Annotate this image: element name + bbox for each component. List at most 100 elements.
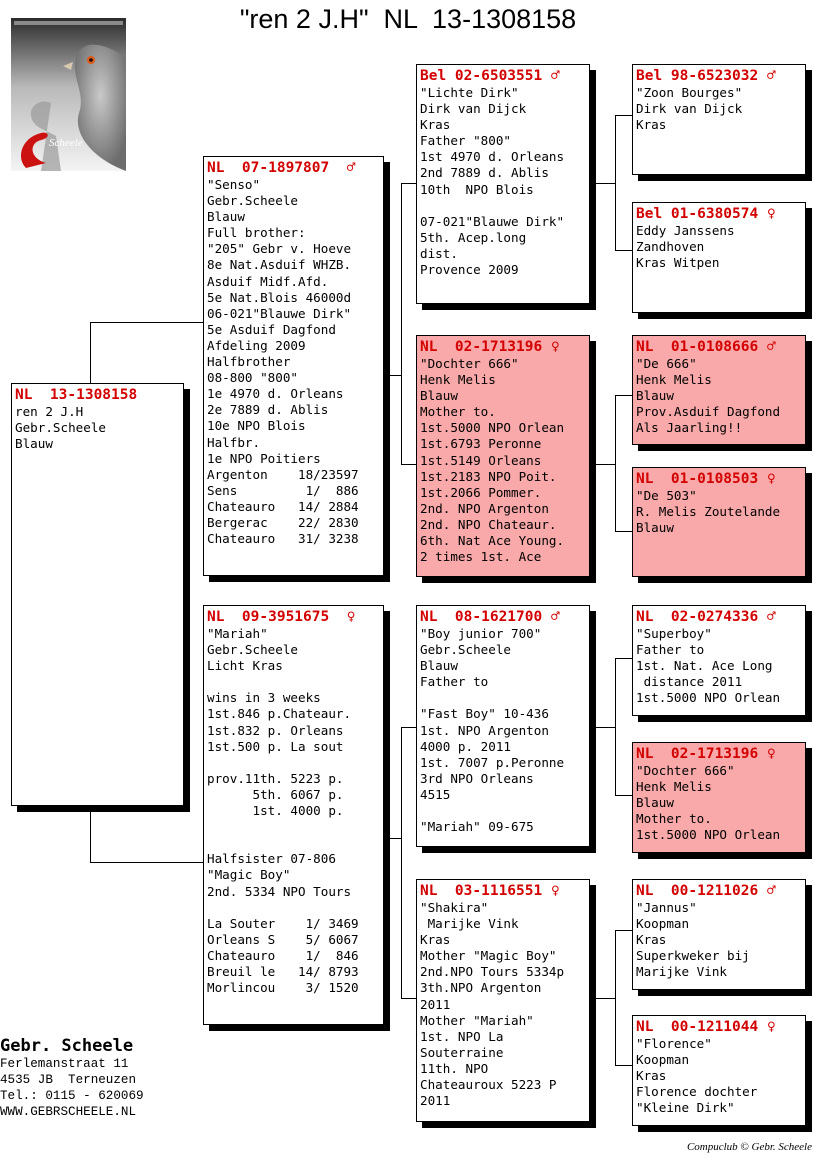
detail-line: 10th NPO Blois	[420, 181, 534, 197]
male-symbol-icon: ♂	[346, 160, 356, 176]
detail-line: Mother to.	[636, 811, 712, 827]
connector	[615, 795, 632, 796]
connector	[615, 115, 616, 251]
ring-number: Bel 98-6523032 ♂	[636, 68, 776, 84]
detail-line: "De 503"	[636, 488, 697, 503]
detail-line: Mother "Magic Boy"	[420, 948, 557, 964]
connector	[90, 806, 91, 863]
detail-line: 5th. Acep.long	[420, 229, 527, 245]
detail-line: 1e NPO Poitiers	[207, 450, 321, 466]
detail-line: 2011	[420, 996, 451, 1012]
female-symbol-icon: ♀	[550, 339, 560, 355]
detail-line: 4000 p. 2011	[420, 738, 511, 754]
detail-line: 2nd. NPO Chateaur.	[420, 516, 557, 532]
detail-line: 1st. NPO La	[420, 1028, 504, 1044]
connector	[596, 183, 616, 184]
connector	[615, 531, 632, 532]
detail-line: Blauw	[15, 436, 53, 452]
detail-line: Chateauroux 5223 P	[420, 1077, 557, 1093]
detail-line: 11th. NPO	[420, 1060, 489, 1076]
detail-line: Blauw	[420, 658, 458, 674]
connector	[615, 930, 632, 931]
detail-line: 1st 4970 d. Orleans	[420, 149, 565, 165]
detail-line: 2 times 1st. Ace	[420, 549, 542, 565]
connector	[596, 727, 616, 728]
detail-line: 1st.5000 NPO Orlean	[636, 690, 781, 706]
detail-line: distance 2011	[636, 674, 743, 690]
connector	[401, 464, 417, 465]
connector	[384, 838, 402, 839]
detail-line: "Lichte Dirk"	[420, 85, 519, 100]
detail-line: Gebr.Scheele	[207, 642, 298, 658]
detail-line: Blauw	[636, 520, 674, 536]
detail-line: Halfbrother	[207, 354, 291, 370]
detail-line: La Souter 1/ 3469	[207, 915, 359, 931]
detail-line: Orleans S 5/ 6067	[207, 931, 359, 947]
detail-line	[420, 198, 589, 214]
detail-line	[207, 674, 383, 690]
detail-line: Gebr.Scheele	[420, 642, 511, 658]
detail-line: Gebr.Scheele	[15, 420, 106, 436]
ring-number: Bel 02-6503551 ♂	[420, 68, 560, 84]
detail-line	[420, 803, 589, 819]
connector	[615, 658, 616, 796]
detail-line: "Fast Boy" 10-436	[420, 706, 549, 722]
detail-line	[207, 755, 383, 771]
detail-line: 8e Nat.Asduif WHZB.	[207, 257, 352, 273]
connector	[90, 322, 203, 323]
detail-line: "De 666"	[636, 356, 697, 371]
connector	[384, 375, 402, 376]
detail-line: "Senso"	[207, 177, 261, 192]
detail-line: 1st.500 p. La sout	[207, 738, 344, 754]
detail-line	[207, 900, 383, 916]
detail-line: 2011	[420, 1093, 451, 1109]
great-grandparent-card: Bel 98-6523032 ♂ "Zoon Bourges"Dirk van …	[632, 64, 806, 175]
credit-text: Compuclub © Gebr. Scheele	[686, 1141, 812, 1153]
detail-line: "Florence"	[636, 1036, 712, 1051]
great-grandparent-card: NL 01-0108503 ♀ "De 503"R. Melis Zoutela…	[632, 467, 806, 577]
connector	[401, 727, 417, 728]
detail-line: 5th. 6067 p.	[207, 786, 344, 802]
ring-number: NL 09-3951675 ♀	[207, 609, 356, 625]
detail-line: "Dochter 666"	[636, 763, 735, 778]
connector	[615, 395, 616, 532]
connector	[401, 998, 417, 999]
detail-line: Marijke Vink	[420, 916, 519, 932]
website-link[interactable]: WWW.GEBRSCHEELE.NL	[0, 1105, 137, 1119]
detail-line: Eddy Janssens	[636, 223, 735, 238]
detail-line: "Jannus"	[636, 900, 697, 915]
detail-line: Zandhoven	[636, 239, 705, 255]
connector	[401, 727, 402, 999]
address-line: 4535 JB Terneuzen	[0, 1073, 137, 1087]
detail-line: 1st.2183 NPO Poit.	[420, 468, 557, 484]
ring-number: NL 00-1211044 ♀	[636, 1019, 776, 1035]
detail-line: 10e NPO Blois	[207, 418, 306, 434]
detail-line: "205" Gebr v. Hoeve	[207, 241, 352, 257]
detail-line: Gebr.Scheele	[207, 193, 298, 209]
detail-line: Breuil le 14/ 8793	[207, 963, 359, 979]
detail-line: wins in 3 weeks	[207, 690, 321, 706]
connector	[90, 322, 91, 384]
ring-number: NL 02-1713196 ♀	[420, 339, 560, 355]
detail-line: 08-800 "800"	[207, 370, 298, 386]
ring-number: NL 13-1308158	[15, 387, 138, 403]
detail-line: Provence 2009	[420, 262, 519, 278]
detail-line: Henk Melis	[636, 779, 712, 795]
pedigree-title: "ren 2 J.H" NL 13-1308158	[239, 4, 577, 34]
detail-line: 2nd. 5334 NPO Tours	[207, 883, 352, 899]
detail-line: Kras	[636, 932, 667, 948]
detail-line: 1e 4970 d. Orleans	[207, 386, 344, 402]
phone-line: Tel.: 0115 - 620069	[0, 1089, 144, 1103]
detail-line: Koopman	[636, 1052, 690, 1068]
